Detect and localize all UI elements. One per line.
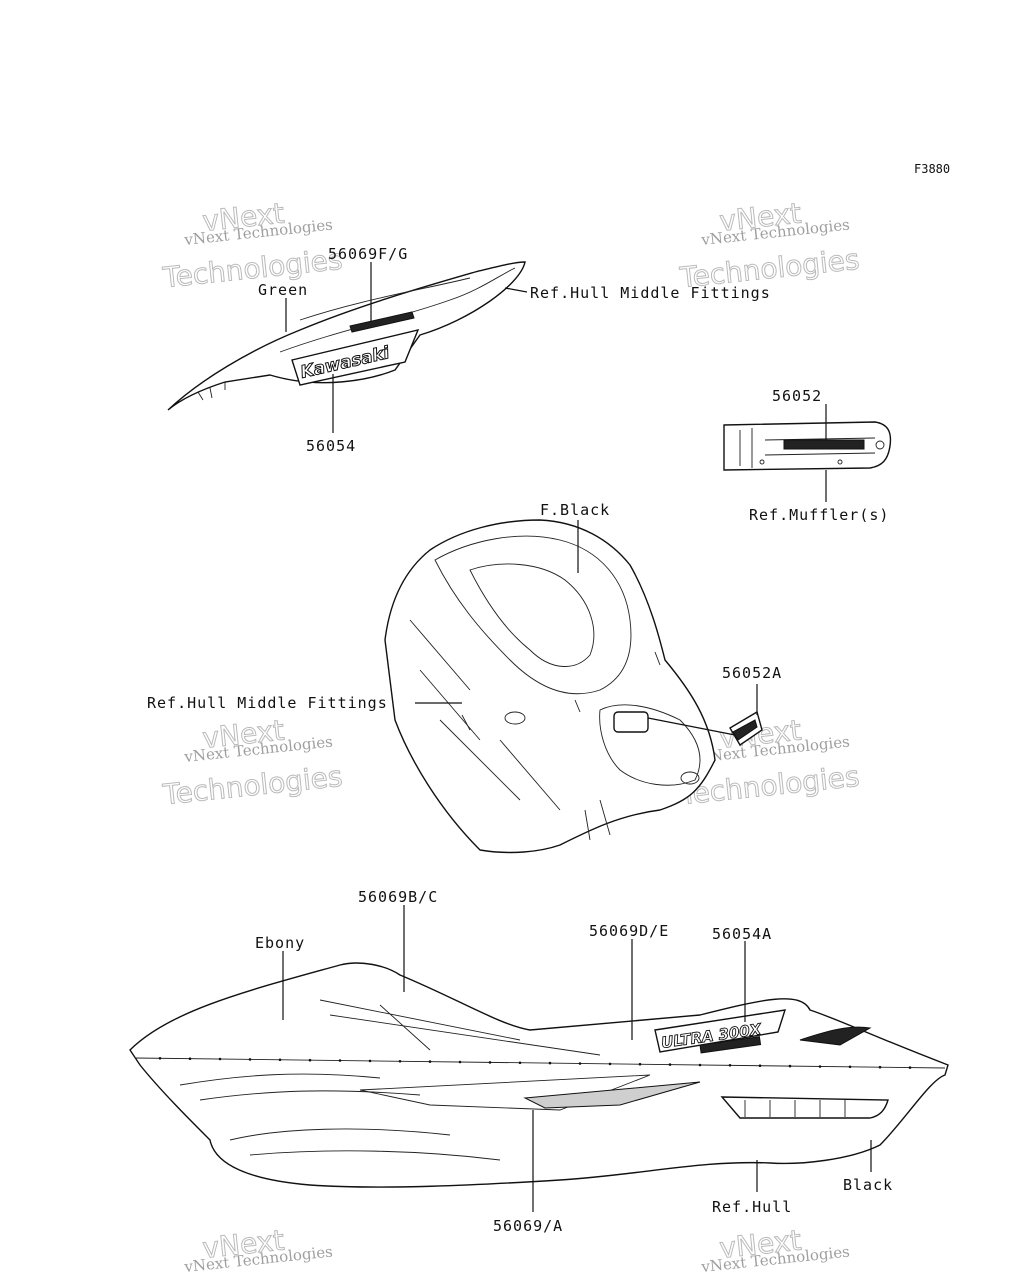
rail-dot [638,1062,642,1066]
label-56054: 56054 [306,437,356,455]
rail-dot [878,1065,882,1069]
label-56069bc: 56069B/C [358,888,438,906]
rail-dot [308,1058,312,1062]
figure-code: F3880 [914,162,950,176]
rail-dot [848,1065,852,1069]
leader-line [504,287,528,293]
rail-dot [248,1058,252,1061]
rail-dot [428,1060,432,1063]
rail-dot [818,1065,822,1068]
label-56054a: 56054A [712,925,772,943]
hull-rail-dots [158,1057,912,1069]
rail-dot [218,1057,222,1061]
rail-dot [458,1060,462,1064]
label-ebony: Ebony [255,934,305,952]
rail-dot [398,1060,402,1063]
deck-part [384,519,763,854]
rail-dot [788,1064,792,1068]
label-56069fg: 56069F/G [328,245,408,263]
label-56069de: 56069D/E [589,922,669,940]
rail-dot [158,1057,162,1060]
label-56052a: 56052A [722,664,782,682]
watermark-technologies: Technologies [161,760,344,812]
rail-dot [698,1063,702,1067]
label-56052: 56052 [772,387,822,405]
watermark-technologies: Technologies [161,243,344,295]
rail-dot [518,1061,522,1065]
rail-dot [908,1066,912,1069]
rear-cover-part: Kawasaki [167,261,526,411]
rail-dot [668,1063,672,1066]
rail-dot [728,1064,732,1067]
label-black: Black [843,1176,893,1194]
hull-part: ULTRA 300X [129,962,949,1188]
rail-dot [368,1059,372,1063]
rail-dot [548,1061,552,1065]
rail-dot [338,1059,342,1062]
label-ref-hull: Ref.Hull [712,1198,792,1216]
muffler-decal-part [723,421,892,471]
label-f-black: F.Black [540,501,610,519]
label-ref-hull-middle-fittings-mid: Ref.Hull Middle Fittings [147,694,388,712]
rail-dot [488,1061,492,1064]
rail-dot [188,1057,192,1060]
label-ref-mufflers: Ref.Muffler(s) [749,506,889,524]
muffler-decal-strip [783,439,865,450]
label-56069a: 56069/A [493,1217,563,1235]
label-green: Green [258,281,308,299]
rail-dot [758,1064,762,1067]
rail-dot [608,1062,612,1066]
label-ref-hull-middle-fittings-top: Ref.Hull Middle Fittings [530,284,771,302]
leader-line [647,717,736,736]
rail-dot [578,1062,582,1065]
rail-dot [278,1058,282,1062]
